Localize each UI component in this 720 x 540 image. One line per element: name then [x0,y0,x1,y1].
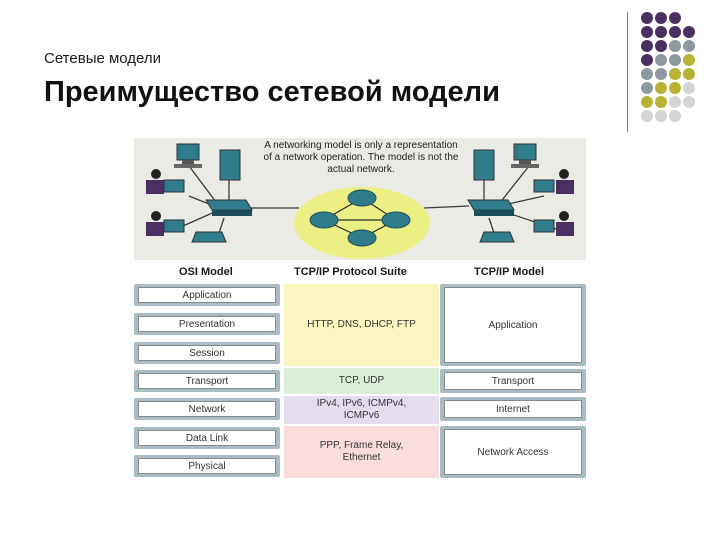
osi-layer-label: Presentation [138,316,276,332]
osi-layer: Presentation [134,313,280,335]
decor-dot [669,68,681,80]
router-icon [309,189,411,247]
pc-icon [511,143,539,168]
osi-layer-label: Session [138,345,276,361]
slide-title: Преимущество сетевой модели [44,76,500,108]
decorative-divider [627,12,628,132]
osi-layer-label: Network [138,401,276,417]
ip-phone-icon [479,231,515,243]
decor-dot [641,68,653,80]
protocol-row-application: HTTP, DNS, DHCP, FTP [284,284,439,366]
tcpip-layer: Internet [440,397,586,421]
osi-layer: Physical [134,455,280,477]
tcpip-layer-label: Network Access [444,429,582,475]
decor-dot [669,54,681,66]
network-diagram: A networking model is only a representat… [134,138,586,260]
decor-dot [641,82,653,94]
decor-dot [655,40,667,52]
decor-dot [655,110,667,122]
switch-icon [205,199,253,216]
decor-dot [669,110,681,122]
ip-phone-icon [191,231,227,243]
osi-layer: Network [134,398,280,420]
protocol-row-internet: IPv4, IPv6, ICMPv4, ICMPv6 [284,396,439,424]
server-icon [473,149,495,181]
decor-dot [641,12,653,24]
protocol-row-transport: TCP, UDP [284,368,439,394]
network-model-note: A networking model is only a representat… [263,140,459,175]
decor-dot [641,110,653,122]
pc-icon [174,143,202,168]
slide-subtitle: Сетевые модели [44,50,162,67]
decor-dot [655,54,667,66]
decor-dot [669,12,681,24]
decor-dot [669,96,681,108]
osi-layer: Session [134,342,280,364]
osi-layer: Data Link [134,427,280,449]
decor-dot [655,68,667,80]
person-icon [533,169,574,236]
decor-dot [669,82,681,94]
tcpip-layer-label: Transport [444,372,582,390]
decor-dot [641,54,653,66]
decor-dot [655,82,667,94]
protocol-row-network-access: PPP, Frame Relay, Ethernet [284,426,439,478]
header-tcpip-model: TCP/IP Model [474,266,545,278]
decor-dot [683,68,695,80]
decor-dot [683,82,695,94]
header-protocol-suite: TCP/IP Protocol Suite [294,266,407,278]
decor-dot [683,54,695,66]
osi-layer: Transport [134,370,280,392]
decor-dot [669,40,681,52]
tcpip-layer-label: Application [444,287,582,363]
decor-dot [655,96,667,108]
header-osi-model: OSI Model [179,266,233,278]
decor-dot [655,26,667,38]
decor-dot [683,26,695,38]
decor-dot [683,40,695,52]
decor-dot [641,96,653,108]
osi-layer-label: Physical [138,458,276,474]
decor-dot [641,40,653,52]
decor-dot [655,12,667,24]
osi-layer-label: Data Link [138,430,276,446]
osi-layer-label: Transport [138,373,276,389]
osi-layer: Application [134,284,280,306]
tcpip-layer: Network Access [440,426,586,478]
tcpip-layer-label: Internet [444,400,582,418]
tcpip-layer: Application [440,284,586,366]
network-model-figure: A networking model is only a representat… [134,138,586,484]
decor-dot [641,26,653,38]
network-cloud [294,187,430,259]
tcpip-layer: Transport [440,369,586,393]
decor-dot [669,26,681,38]
decor-dot [683,96,695,108]
person-icon [146,169,185,236]
server-icon [219,149,241,181]
switch-icon [467,199,515,216]
network-diagram-art [146,143,574,259]
osi-layer-label: Application [138,287,276,303]
